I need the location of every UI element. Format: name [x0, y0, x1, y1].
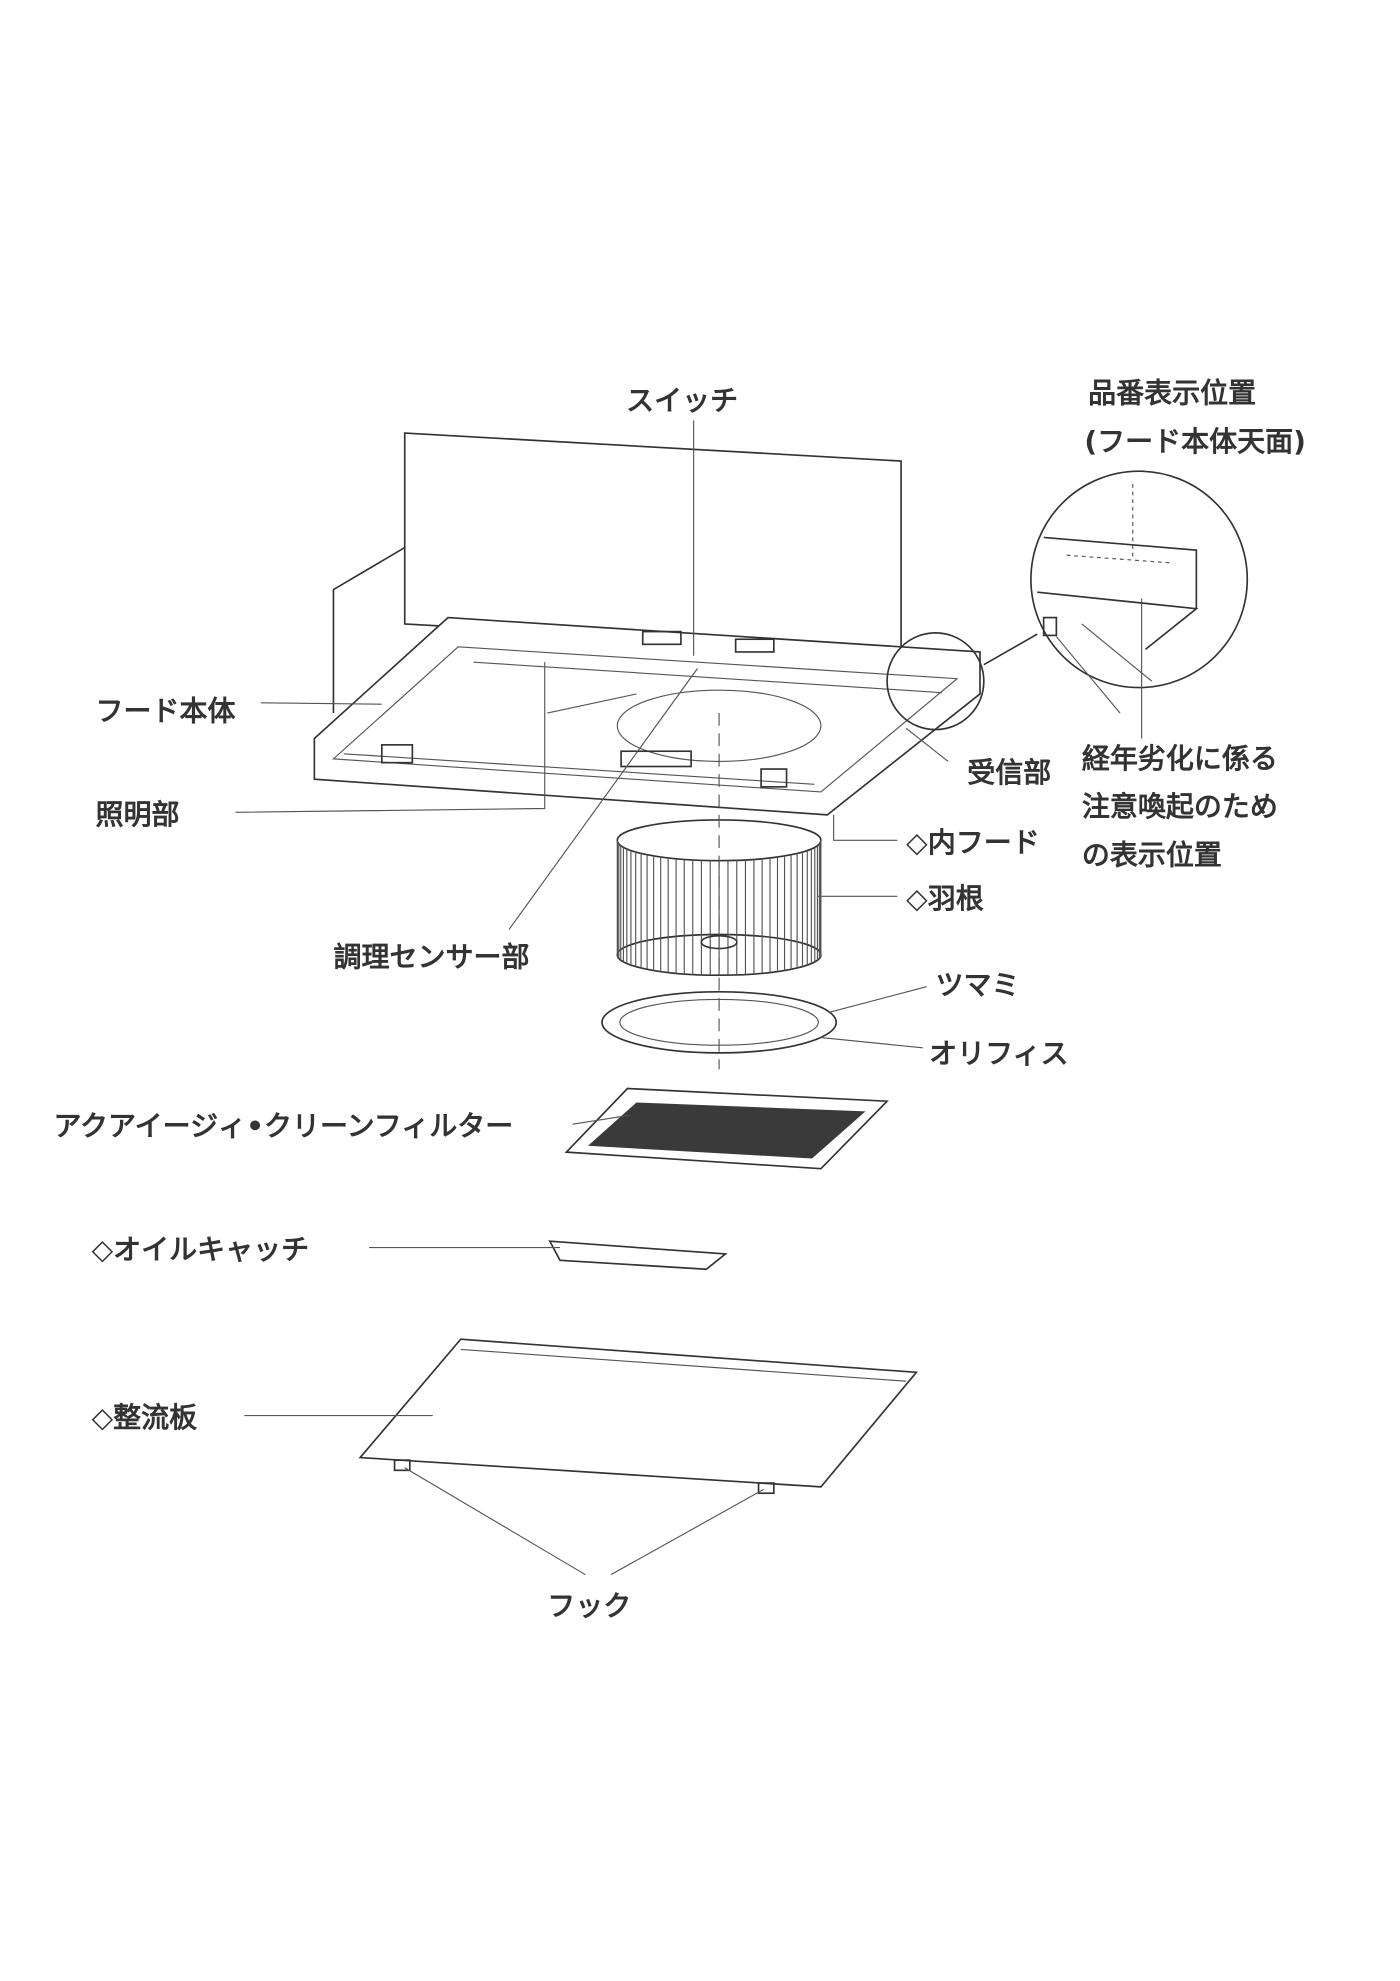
label-lighting: 照明部 [95, 798, 179, 831]
filter-drawing [564, 1087, 889, 1170]
label-switch: スイッチ [626, 384, 738, 417]
label-aging-warning-2: 注意喚起のため [1082, 790, 1278, 823]
label-inner-hood: ◇内フード [906, 826, 1040, 859]
hook-left [393, 1459, 411, 1472]
label-cooking-sensor: 調理センサー部 [333, 940, 529, 973]
label-receiver: 受信部 [967, 756, 1051, 789]
label-knob: ツマミ [935, 968, 1019, 1001]
label-model-number-position: 品番表示位置 [1088, 377, 1256, 410]
label-hook: フック [547, 1589, 631, 1622]
leader-lines [235, 420, 1143, 1576]
magnified-detail [886, 470, 1249, 731]
label-aging-warning-3: の表示位置 [1082, 839, 1222, 872]
label-fan: ◇羽根 [906, 882, 984, 915]
rectifier-plate-drawing [358, 1338, 919, 1495]
label-orifice: オリフィス [929, 1037, 1068, 1070]
hood-body-drawing [313, 432, 981, 816]
label-model-number-position-note: (フード本体天面) [1084, 425, 1306, 458]
hook-right [757, 1482, 775, 1495]
oil-catch-drawing [548, 1240, 728, 1271]
label-filter: アクアイージィ•クリーンフィルター [53, 1110, 513, 1143]
label-aging-warning-1: 経年劣化に係る [1082, 742, 1278, 775]
label-hood-body: フード本体 [95, 695, 236, 728]
label-oil-catch: ◇オイルキャッチ [92, 1233, 310, 1266]
label-rectifier-plate: ◇整流板 [92, 1401, 198, 1434]
